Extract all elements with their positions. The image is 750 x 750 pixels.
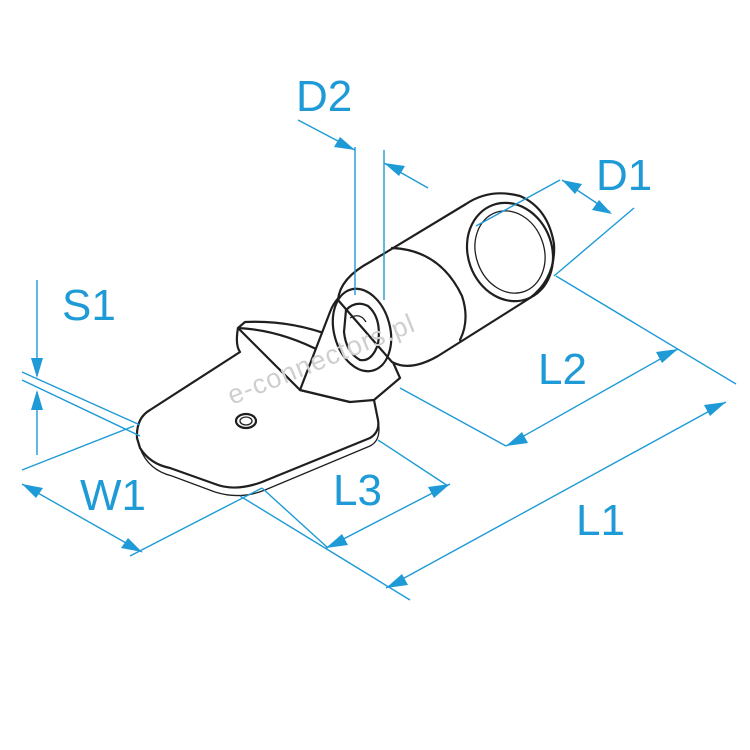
insulation-tube	[336, 192, 556, 367]
label-d1: D1	[596, 151, 652, 200]
blade-edge	[139, 419, 380, 497]
dimension-lines	[21, 119, 737, 601]
label-w1: W1	[80, 471, 146, 520]
barrel-opening	[331, 287, 393, 373]
tube-step	[390, 246, 467, 342]
tube-mouth	[465, 201, 555, 303]
label-d2: D2	[296, 72, 352, 121]
barrel-inner	[342, 302, 380, 362]
label-s1: S1	[62, 281, 116, 330]
label-l1: L1	[576, 496, 625, 545]
label-l3: L3	[333, 466, 382, 515]
tube-mouth-inner	[474, 210, 546, 294]
label-l2: L2	[538, 345, 587, 394]
blade-hole	[234, 412, 258, 430]
connector-body	[135, 192, 556, 497]
